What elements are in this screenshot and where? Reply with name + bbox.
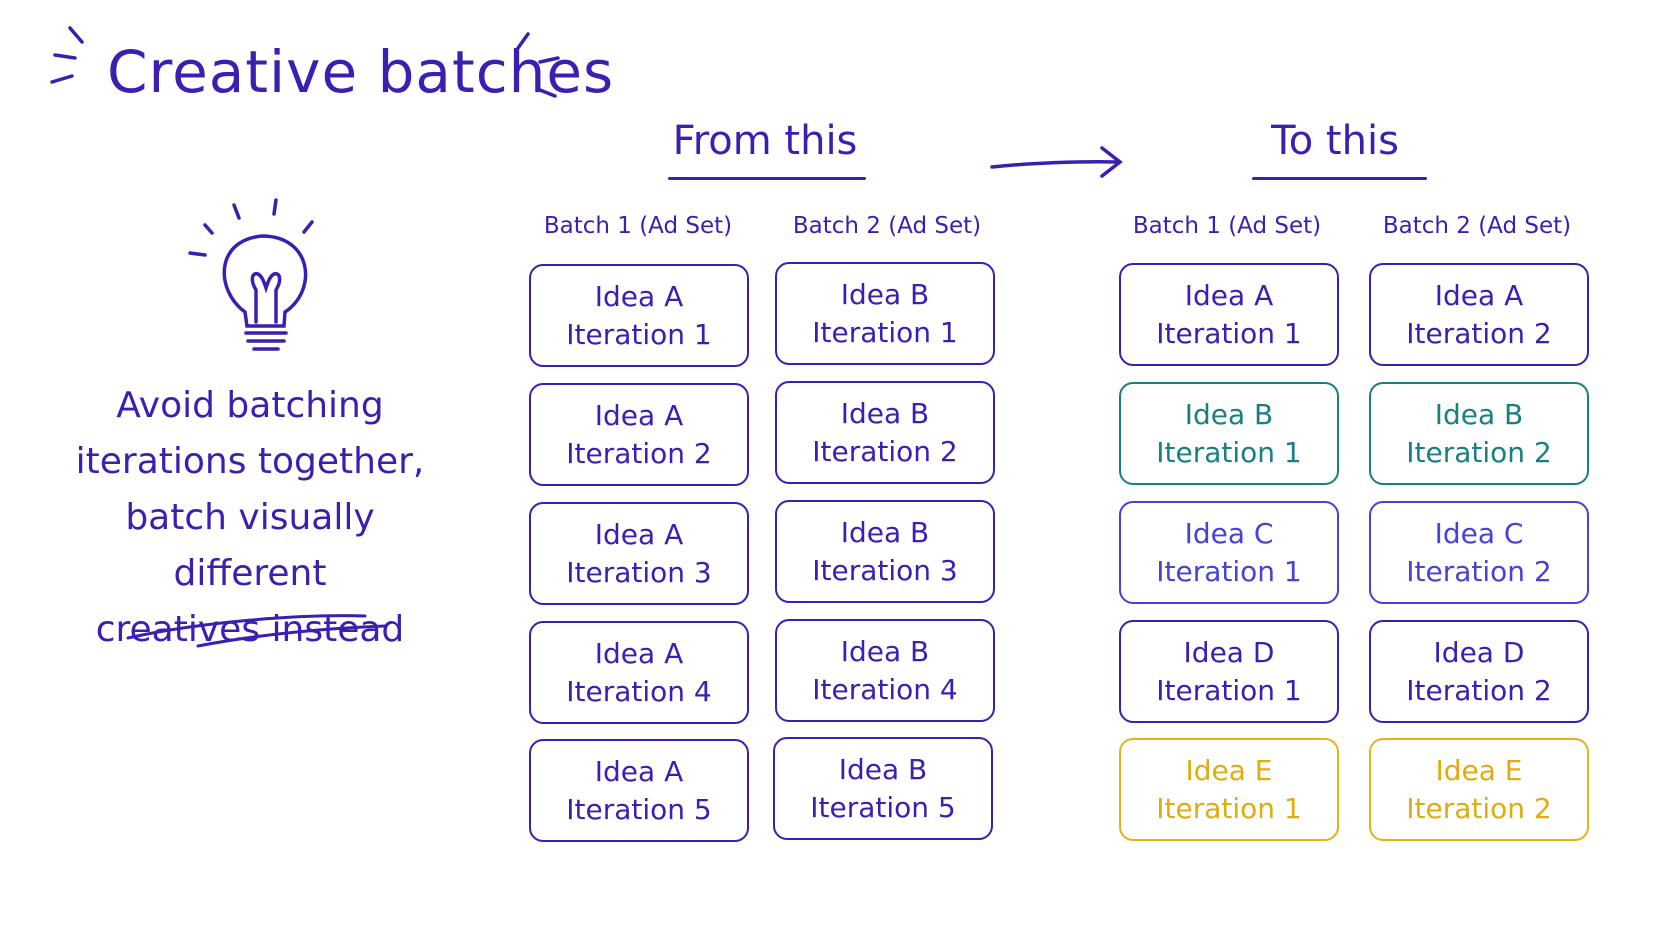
card-idea: Idea E (1435, 753, 1523, 787)
card-idea: Idea A (1184, 278, 1274, 312)
card-idea: Idea B (1434, 397, 1524, 431)
card-idea: Idea A (1434, 278, 1524, 312)
to-batch-1-card: Idea B Iteration 1 (1119, 382, 1339, 485)
to-batch-1-card: Idea E Iteration 1 (1119, 738, 1339, 841)
card-idea: Idea B (840, 515, 930, 549)
advice-note: Avoid batching iterations together, batc… (60, 378, 440, 658)
from-batch-2-card: Idea B Iteration 1 (775, 262, 995, 365)
to-batch-1-card: Idea C Iteration 1 (1119, 501, 1339, 604)
card-iteration: Iteration 1 (1156, 554, 1302, 588)
card-idea: Idea C (1184, 516, 1274, 550)
from-batch-1-card: Idea A Iteration 5 (529, 739, 749, 842)
advice-note-line: iterations together, (75, 441, 425, 482)
card-iteration: Iteration 1 (1156, 791, 1302, 825)
from-batch-1-card: Idea A Iteration 4 (529, 621, 749, 724)
card-iteration: Iteration 2 (566, 436, 712, 470)
advice-note-line: creatives instead (95, 609, 405, 650)
card-idea: Idea B (838, 752, 928, 786)
to-batch-2-card: Idea B Iteration 2 (1369, 382, 1589, 485)
to-heading-underline (1252, 177, 1427, 180)
from-batch-2-card: Idea B Iteration 2 (775, 381, 995, 484)
from-heading-underline (668, 177, 866, 180)
card-iteration: Iteration 2 (1406, 791, 1552, 825)
from-batch-1-card: Idea A Iteration 3 (529, 502, 749, 605)
card-idea: Idea D (1183, 635, 1275, 669)
card-iteration: Iteration 2 (1406, 435, 1552, 469)
to-batch-1-label: Batch 1 (Ad Set) (1132, 213, 1322, 239)
to-batch-1-card: Idea A Iteration 1 (1119, 263, 1339, 366)
card-iteration: Iteration 5 (566, 792, 712, 826)
card-iteration: Iteration 4 (566, 674, 712, 708)
to-batch-2-card: Idea E Iteration 2 (1369, 738, 1589, 841)
card-idea: Idea B (840, 634, 930, 668)
card-idea: Idea B (840, 396, 930, 430)
card-iteration: Iteration 2 (812, 434, 958, 468)
from-batch-2-card: Idea B Iteration 3 (775, 500, 995, 603)
card-iteration: Iteration 2 (1406, 316, 1552, 350)
to-batch-2-label: Batch 2 (Ad Set) (1382, 213, 1572, 239)
to-batch-2-card: Idea C Iteration 2 (1369, 501, 1589, 604)
advice-note-line: batch visually different (125, 497, 375, 594)
card-iteration: Iteration 1 (812, 315, 958, 349)
from-batch-1-card: Idea A Iteration 1 (529, 264, 749, 367)
card-idea: Idea C (1434, 516, 1524, 550)
card-iteration: Iteration 2 (1406, 673, 1552, 707)
card-iteration: Iteration 5 (810, 790, 956, 824)
to-batch-1-card: Idea D Iteration 1 (1119, 620, 1339, 723)
card-idea: Idea B (1184, 397, 1274, 431)
from-batch-2-card: Idea B Iteration 5 (773, 737, 993, 840)
card-iteration: Iteration 1 (566, 317, 712, 351)
right-arrow-icon (990, 146, 1123, 178)
card-idea: Idea B (840, 277, 930, 311)
from-heading: From this (672, 118, 858, 164)
from-batch-1-label: Batch 1 (Ad Set) (543, 213, 733, 239)
note-underline (126, 614, 387, 648)
card-iteration: Iteration 2 (1406, 554, 1552, 588)
card-iteration: Iteration 1 (1156, 435, 1302, 469)
card-idea: Idea A (594, 754, 684, 788)
card-idea: Idea A (594, 517, 684, 551)
page-title: Creative batches (107, 38, 615, 106)
card-iteration: Iteration 4 (812, 672, 958, 706)
card-idea: Idea D (1433, 635, 1525, 669)
to-batch-2-card: Idea A Iteration 2 (1369, 263, 1589, 366)
sparkle-lines-icon (50, 26, 560, 98)
to-heading: To this (1271, 118, 1399, 164)
card-idea: Idea A (594, 398, 684, 432)
from-batch-1-card: Idea A Iteration 2 (529, 383, 749, 486)
to-batch-2-card: Idea D Iteration 2 (1369, 620, 1589, 723)
card-iteration: Iteration 3 (566, 555, 712, 589)
from-batch-2-label: Batch 2 (Ad Set) (792, 213, 982, 239)
card-iteration: Iteration 1 (1156, 316, 1302, 350)
card-iteration: Iteration 1 (1156, 673, 1302, 707)
card-idea: Idea A (594, 279, 684, 313)
card-idea: Idea E (1185, 753, 1273, 787)
from-batch-2-card: Idea B Iteration 4 (775, 619, 995, 722)
card-iteration: Iteration 3 (812, 553, 958, 587)
lightbulb-icon (188, 198, 314, 351)
advice-note-line: Avoid batching (116, 385, 384, 426)
card-idea: Idea A (594, 636, 684, 670)
